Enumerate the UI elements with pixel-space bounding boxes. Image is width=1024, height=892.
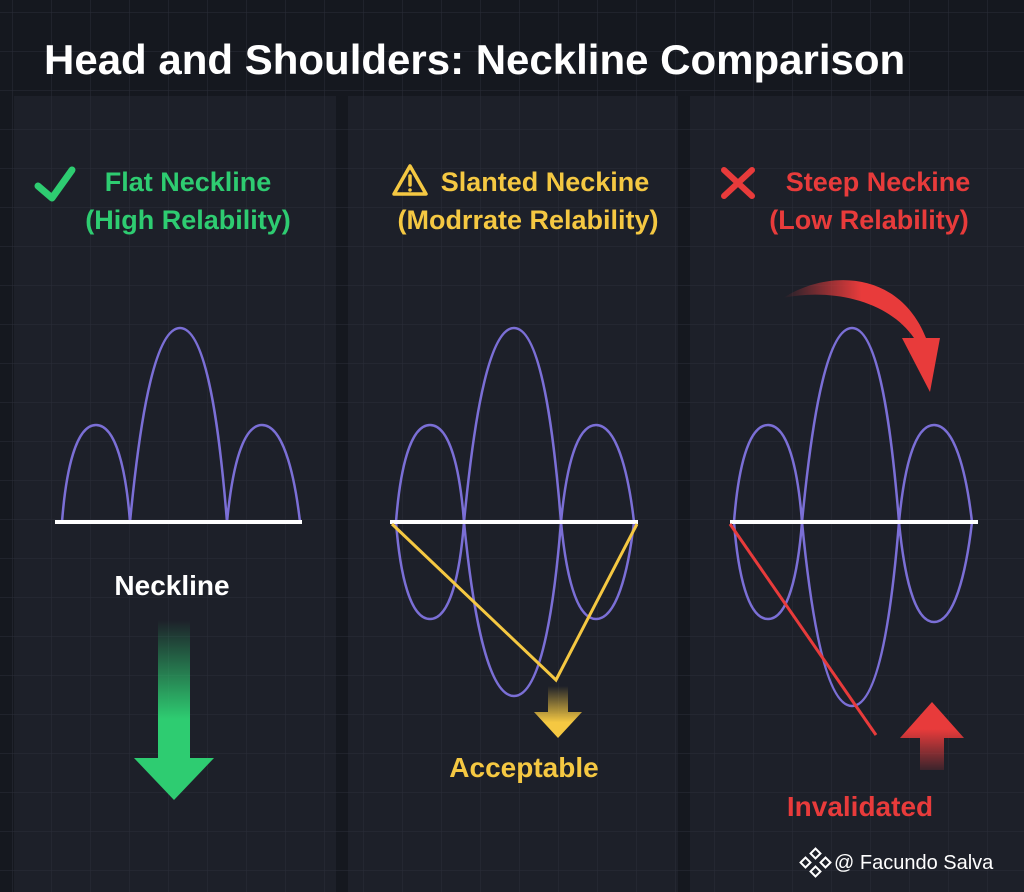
curved-arrow-icon [783,280,940,392]
panel-slanted-label: Acceptable [449,752,598,783]
down-arrow-icon [534,686,582,738]
steep-neckline [728,523,878,736]
panel-slanted-subheading: (Modrrate Relability) [397,205,658,235]
head-and-shoulders-curve [394,326,636,523]
panel-flat-heading: Flat Neckline [105,167,272,197]
mirrored-pattern-curve [394,521,636,698]
head-and-shoulders-curve [732,326,974,523]
panel-steep-subheading: (Low Relability) [769,205,969,235]
checkmark-icon [34,166,76,202]
mirrored-pattern-curve [732,521,974,708]
panel-steep-heading: Steep Neckine [786,167,971,197]
panel-flat-subheading: (High Relability) [85,205,291,235]
slanted-neckline [390,522,639,683]
x-mark-icon [721,167,755,199]
up-arrow-icon [900,702,964,770]
down-arrow-icon [134,620,214,800]
panel-slanted-heading: Slanted Neckine [441,167,650,197]
binance-logo-icon [799,847,832,878]
panel-flat-label: Neckline [114,570,229,601]
page-title: Head and Shoulders: Neckline Comparison [44,36,905,83]
credit-text: @ Facundo Salva [834,852,994,874]
warning-triangle-icon-dot [408,188,412,192]
head-and-shoulders-curve [60,326,302,523]
panel-steep-label: Invalidated [787,791,933,822]
warning-triangle-icon [392,164,428,196]
